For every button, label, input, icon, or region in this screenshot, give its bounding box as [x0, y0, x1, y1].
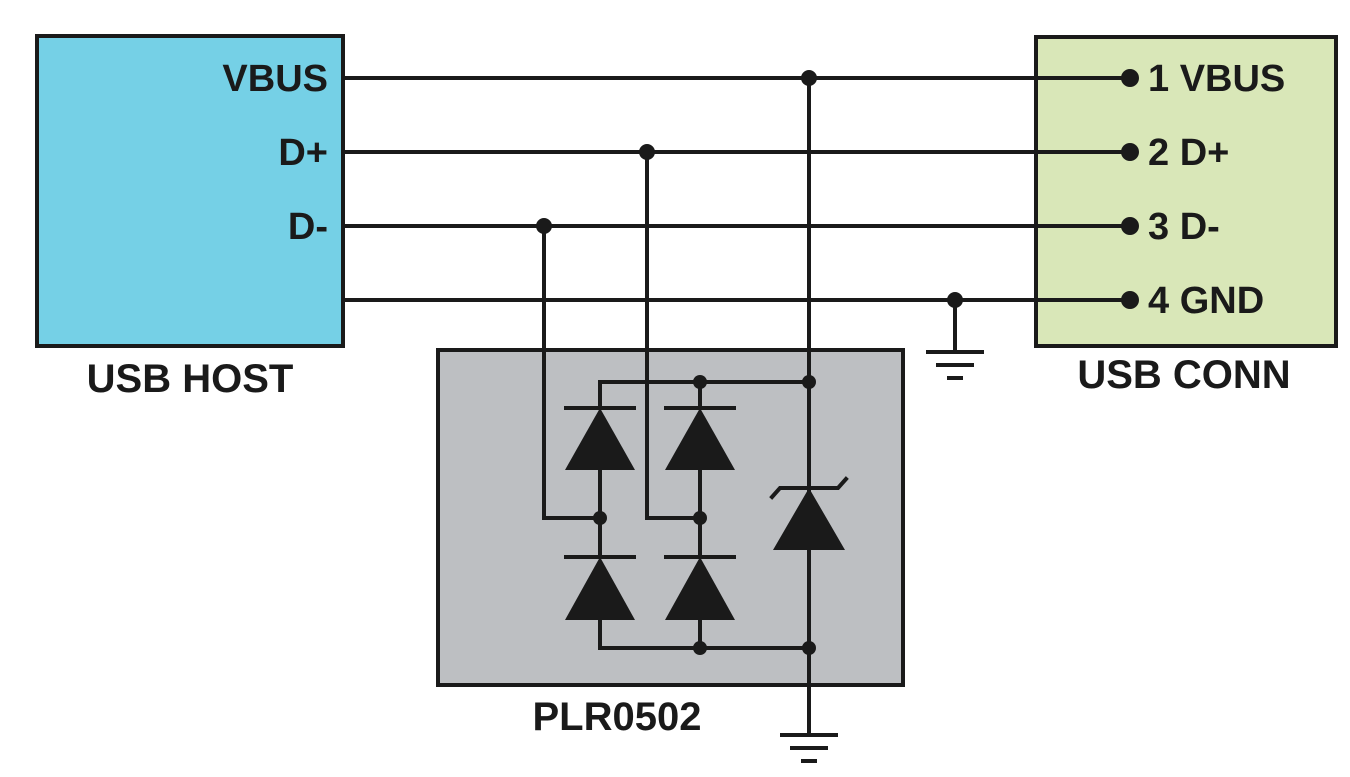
diode-d1-upper — [564, 406, 636, 470]
junction-dot — [693, 511, 707, 525]
junction-dot — [593, 511, 607, 525]
dplus-tap-wire — [645, 150, 702, 520]
usb-conn-title: USB CONN — [1077, 353, 1290, 397]
junction-dot — [802, 375, 816, 389]
conn-pin-dot — [1121, 291, 1139, 309]
usb-host-title: USB HOST — [87, 357, 294, 401]
ground-symbol-conn — [926, 298, 984, 380]
bottom-rail — [598, 618, 811, 650]
diode-d1-lower — [564, 555, 636, 620]
conn-pin-4: 4 GND — [1148, 280, 1264, 322]
usb-host-block — [35, 34, 345, 348]
dminus-tap-wire — [542, 224, 602, 520]
usb-conn-block — [1034, 35, 1338, 348]
host-pin-dplus: D+ — [278, 132, 328, 174]
junction-dot — [802, 641, 816, 655]
conn-pin-dot — [1121, 217, 1139, 235]
conn-pin-3: 3 D- — [1148, 206, 1220, 248]
junction-dot — [801, 70, 817, 86]
junction-dot — [693, 375, 707, 389]
conn-pin-1: 1 VBUS — [1148, 58, 1285, 100]
host-pin-dminus: D- — [288, 206, 328, 248]
top-rail — [598, 380, 811, 410]
junction-dot — [536, 218, 552, 234]
junction-dot — [947, 292, 963, 308]
junction-dot — [639, 144, 655, 160]
conn-pin-dot — [1121, 69, 1139, 87]
plr0502-title: PLR0502 — [533, 695, 702, 739]
conn-pin-2: 2 D+ — [1148, 132, 1229, 174]
diode-d2-lower — [664, 555, 736, 620]
zener-diode — [769, 476, 849, 550]
diode-d2-upper — [664, 406, 736, 470]
host-pin-vbus: VBUS — [222, 58, 328, 100]
junction-dot — [693, 641, 707, 655]
conn-pin-dot — [1121, 143, 1139, 161]
ground-symbol-device — [780, 733, 838, 763]
